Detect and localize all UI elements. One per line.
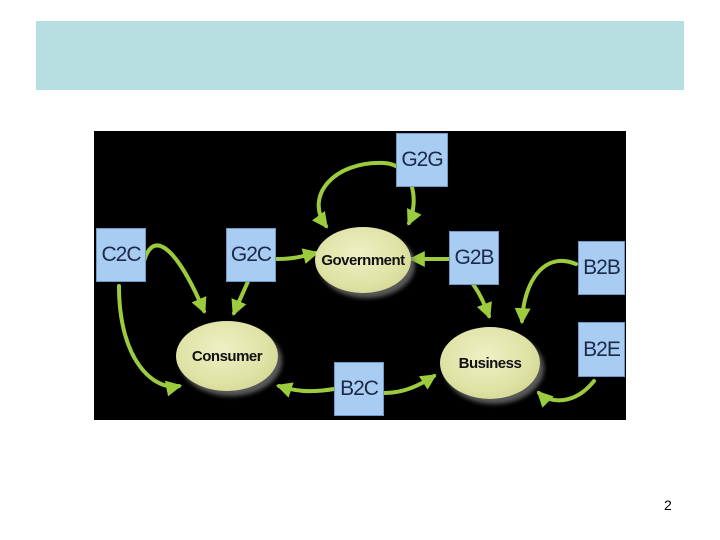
g2g-loop-arrow [311, 160, 422, 229]
g2c-label: G2C [230, 243, 272, 266]
government-node: Government [315, 227, 411, 293]
b2e-label-box: B2E [578, 322, 625, 377]
g2g-label-box: G2G [396, 133, 448, 187]
page-number: 2 [664, 497, 672, 513]
b2c-arrow-consumer [275, 382, 336, 398]
ecommerce-diagram: Government Consumer Business G2G C2C G2C… [94, 131, 626, 420]
b2b-label: B2B [583, 256, 621, 279]
c2c-loop-arrow [140, 243, 207, 314]
b2e-label: B2E [583, 337, 621, 361]
g2g-label: G2G [401, 148, 443, 171]
g2b-label-box: G2B [449, 231, 499, 285]
b2e-loop-arrow [536, 379, 596, 408]
c2c-label: C2C [101, 243, 141, 266]
c2c-loop-arrow-lower [117, 284, 183, 397]
government-label: Government [321, 251, 405, 269]
g2c-arrow-gov [275, 248, 320, 264]
c2c-label-box: C2C [96, 228, 146, 282]
business-label: Business [458, 354, 522, 372]
b2b-loop-arrow [514, 258, 578, 325]
consumer-label: Consumer [191, 347, 263, 365]
g2b-label: G2B [454, 246, 494, 269]
b2c-arrow-business [382, 374, 437, 395]
b2b-label-box: B2B [578, 241, 625, 295]
business-node: Business [440, 327, 540, 399]
b2c-label: B2C [340, 377, 379, 400]
title-bar [36, 21, 684, 90]
b2c-label-box: B2C [334, 362, 384, 416]
g2c-arrow-consumer [231, 277, 251, 316]
g2c-label-box: G2C [226, 228, 276, 282]
consumer-node: Consumer [176, 321, 278, 391]
